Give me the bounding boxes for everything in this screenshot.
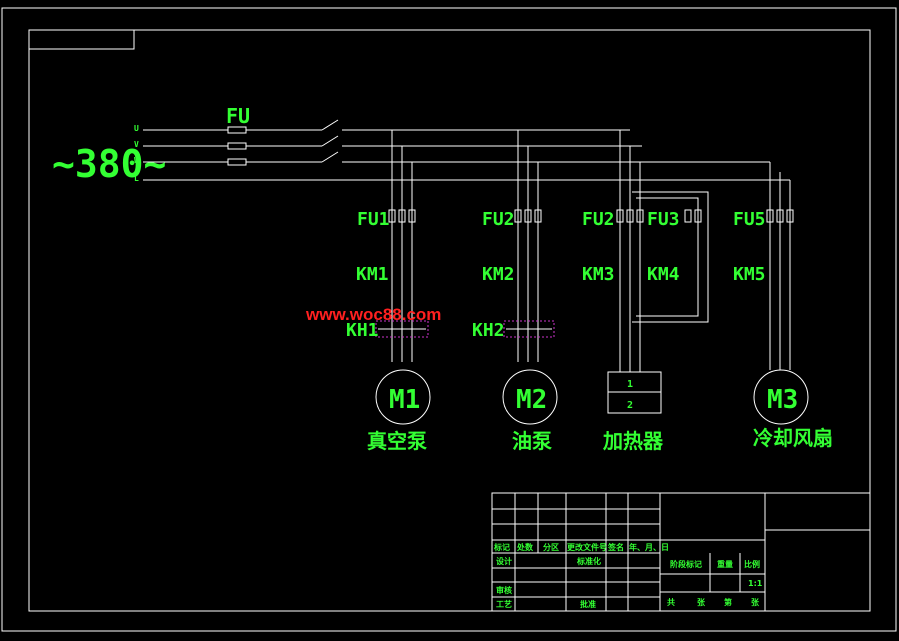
tb-label-sheets: 张: [697, 598, 706, 607]
supply-voltage: ~380~: [52, 142, 166, 186]
phase-labels: U V W L: [134, 124, 139, 183]
tb-label-approve: 批准: [580, 599, 596, 609]
tb-label-design: 设计: [496, 556, 512, 566]
sheet-border: [1, 7, 897, 632]
load-name-oil-pump: 油泵: [512, 429, 552, 453]
contactor-label-km2: KM2: [482, 264, 515, 285]
contactor-label-km5: KM5: [733, 264, 766, 285]
branch-cooling-fan: FU5 KM5 M3 冷却风扇: [733, 162, 833, 450]
relay-label-kh1: KH1: [346, 320, 379, 341]
phase-label-w: W: [134, 156, 139, 165]
tb-label-total: 共: [667, 597, 675, 607]
tb-label-stage: 阶段标记: [670, 559, 702, 569]
phase-label-l: L: [134, 174, 139, 183]
phase-label-v: V: [134, 140, 139, 149]
motor-label-m2: M2: [516, 385, 547, 415]
fuse-label-fu3: FU3: [647, 209, 680, 230]
fuse-label-fu5: FU5: [733, 209, 766, 230]
tb-label-zone: 分区: [543, 542, 559, 552]
tb-label-weight: 重量: [717, 559, 733, 569]
fuse-label-fu1: FU1: [357, 209, 390, 230]
branch-vacuum-pump: FU1 KM1 KH1 M1 真空泵: [346, 130, 431, 453]
tb-label-page: 第: [724, 597, 732, 607]
tb-label-ratio: 比例: [744, 559, 760, 569]
load-name-vacuum-pump: 真空泵: [367, 429, 427, 453]
contactor-label-km4: KM4: [647, 264, 680, 285]
fuse-label-fu2: FU2: [482, 209, 515, 230]
tb-label-mark: 标记: [493, 542, 510, 552]
branch-heater: FU2 FU3 KM3 KM4 1 2 加热器: [582, 130, 709, 453]
motor-label-m3: M3: [767, 385, 798, 415]
load-name-heater: 加热器: [602, 429, 664, 453]
heater-terminal-1: 1: [627, 379, 633, 390]
bus-lines: [143, 119, 790, 181]
tb-scale: 1:1: [748, 579, 763, 588]
watermark: www.woc88.com: [305, 305, 441, 324]
tb-label-date: 年、月、日: [629, 542, 669, 552]
tb-label-process: 工艺: [496, 599, 512, 609]
tb-label-change-doc: 更改文件号: [567, 542, 607, 552]
contactor-label-km3: KM3: [582, 264, 615, 285]
branch-oil-pump: FU2 KM2 KH2 M2 油泵: [472, 130, 558, 453]
heater-terminal-2: 2: [627, 400, 633, 411]
tb-label-count: 处数: [516, 542, 534, 552]
tb-label-standard: 标准化: [576, 556, 601, 566]
motor-label-m1: M1: [389, 385, 420, 415]
main-fuse-label: FU: [226, 104, 250, 128]
tb-label-sign: 签名: [607, 542, 624, 552]
tb-label-sheet: 张: [751, 598, 760, 607]
contactor-label-km1: KM1: [356, 264, 389, 285]
title-block: 标记 处数 分区 更改文件号 签名 年、月、日 设计 标准化 阶段标记 重量 比…: [491, 492, 871, 612]
tb-label-review: 审核: [496, 585, 512, 595]
phase-label-u: U: [134, 124, 139, 133]
relay-label-kh2: KH2: [472, 320, 505, 341]
load-name-cooling-fan: 冷却风扇: [753, 426, 833, 450]
fuse-label-fu2-heater: FU2: [582, 209, 615, 230]
